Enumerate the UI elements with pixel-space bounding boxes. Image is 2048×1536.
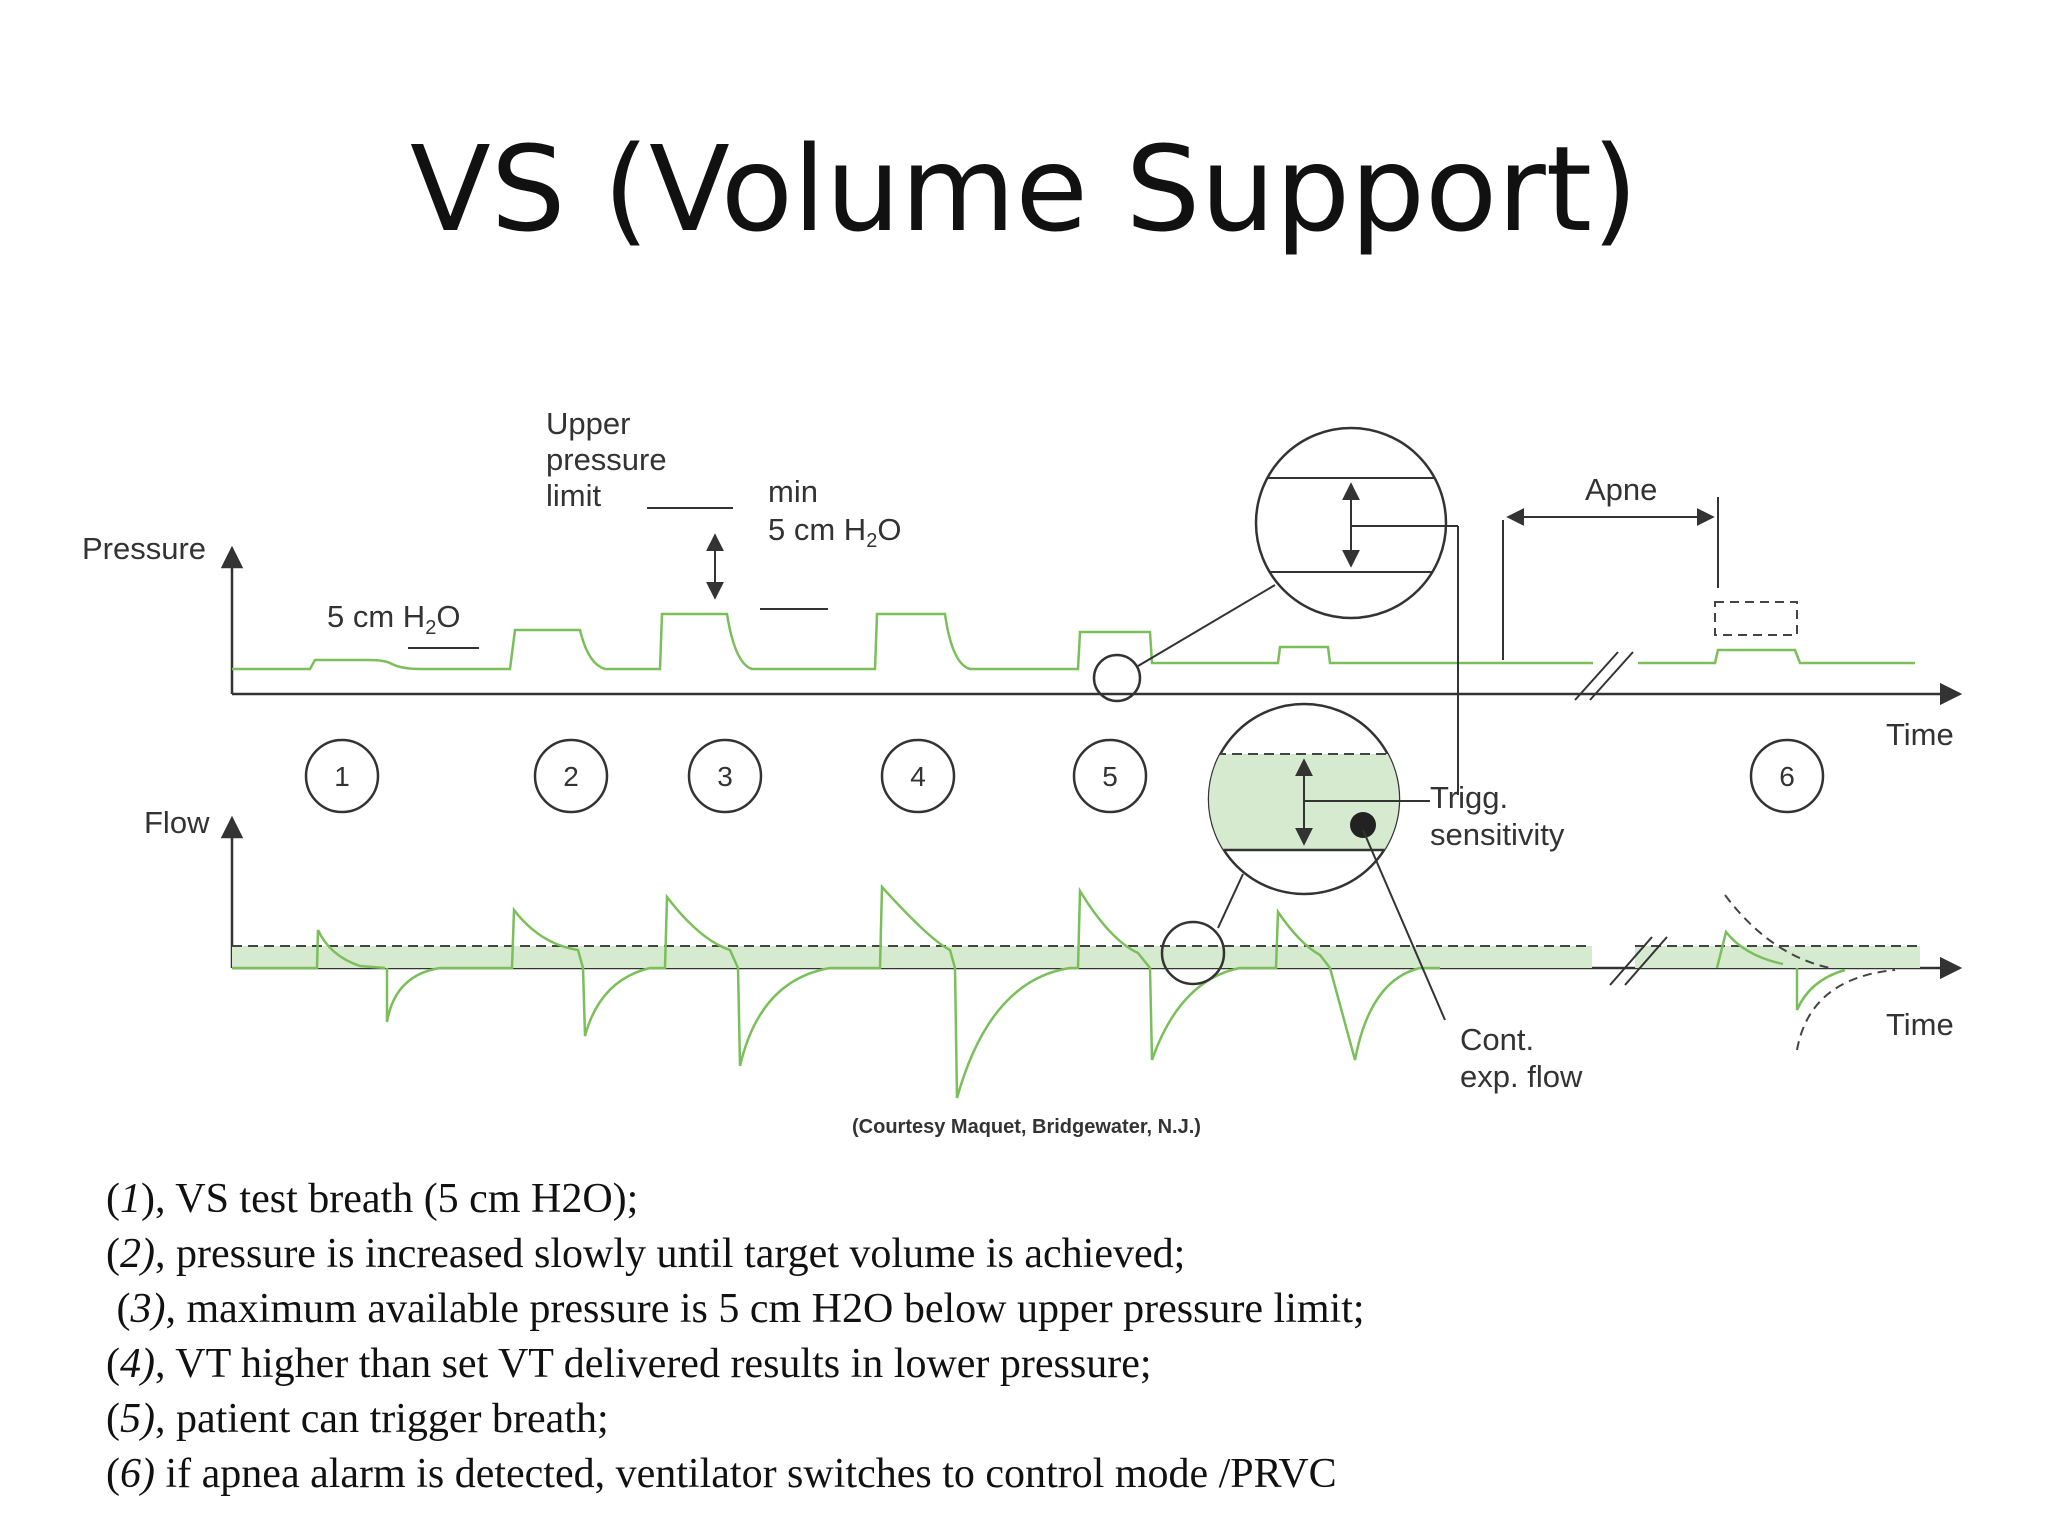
courtesy-credit: (Courtesy Maquet, Bridgewater, N.J.) — [852, 1116, 1201, 1138]
breath-marker-6: 6 — [1749, 738, 1825, 814]
slide-title: VS (Volume Support) — [409, 120, 1639, 258]
time-label-bottom: Time — [1886, 1007, 1954, 1042]
upper-pressure-limit-label: Upper pressure limit — [546, 406, 675, 513]
note-line-5: (5), patient can trigger breath; — [106, 1396, 609, 1442]
apnea-interval — [1502, 497, 1719, 660]
breath-notes: (1), VS test breath (5 cm H2O); (2), pre… — [106, 1172, 2006, 1502]
upper-limit-markers — [408, 507, 828, 649]
svg-text:1: 1 — [334, 761, 350, 792]
flow-axis-label: Flow — [144, 805, 210, 840]
note-line-1: (1), VS test breath (5 cm H2O); — [106, 1176, 639, 1222]
trigger-magnifier-top — [1092, 426, 1459, 795]
breath-marker-1: 1 — [304, 738, 380, 814]
pressure-axis-label: Pressure — [82, 531, 206, 566]
min-five-cm-label: 5 cm H2O — [768, 512, 901, 552]
five-cm-h2o-label: 5 cm H2O — [327, 599, 460, 639]
trigger-magnifier-bottom — [1160, 702, 1446, 1021]
note-line-6: (6) if apnea alarm is detected, ventilat… — [106, 1451, 1337, 1497]
axis-break-bottom — [1609, 936, 1668, 986]
time-label-top: Time — [1886, 717, 1954, 752]
cont-exp-flow-label: Cont. exp. flow — [1460, 1022, 1583, 1094]
flow-waveform — [232, 883, 1440, 1099]
svg-text:5: 5 — [1102, 761, 1118, 792]
svg-text:2: 2 — [563, 761, 579, 792]
pressure-waveform — [232, 612, 1915, 671]
trigg-sensitivity-label: Trigg. sensitivity — [1430, 780, 1565, 852]
note-line-3: (3), maximum available pressure is 5 cm … — [116, 1286, 1365, 1332]
svg-text:3: 3 — [717, 761, 733, 792]
breath-marker-5: 5 — [1072, 738, 1148, 814]
breath-marker-4: 4 — [880, 738, 956, 814]
breath-marker-2: 2 — [533, 738, 609, 814]
apnea-control-breath-box — [1714, 601, 1798, 636]
breath-marker-3: 3 — [687, 738, 763, 814]
note-line-2: (2), pressure is increased slowly until … — [106, 1231, 1186, 1277]
continuous-flow-band — [232, 945, 1920, 968]
note-line-4: (4), VT higher than set VT delivered res… — [106, 1341, 1152, 1387]
breath-markers: 1 2 3 4 5 6 — [304, 738, 1825, 814]
apnea-control-flow — [1715, 894, 1896, 1051]
min-label: min — [768, 474, 818, 509]
svg-text:6: 6 — [1779, 761, 1795, 792]
axis-break-top — [1574, 651, 1634, 701]
svg-text:4: 4 — [910, 761, 926, 792]
apne-label: Apne — [1585, 472, 1657, 507]
